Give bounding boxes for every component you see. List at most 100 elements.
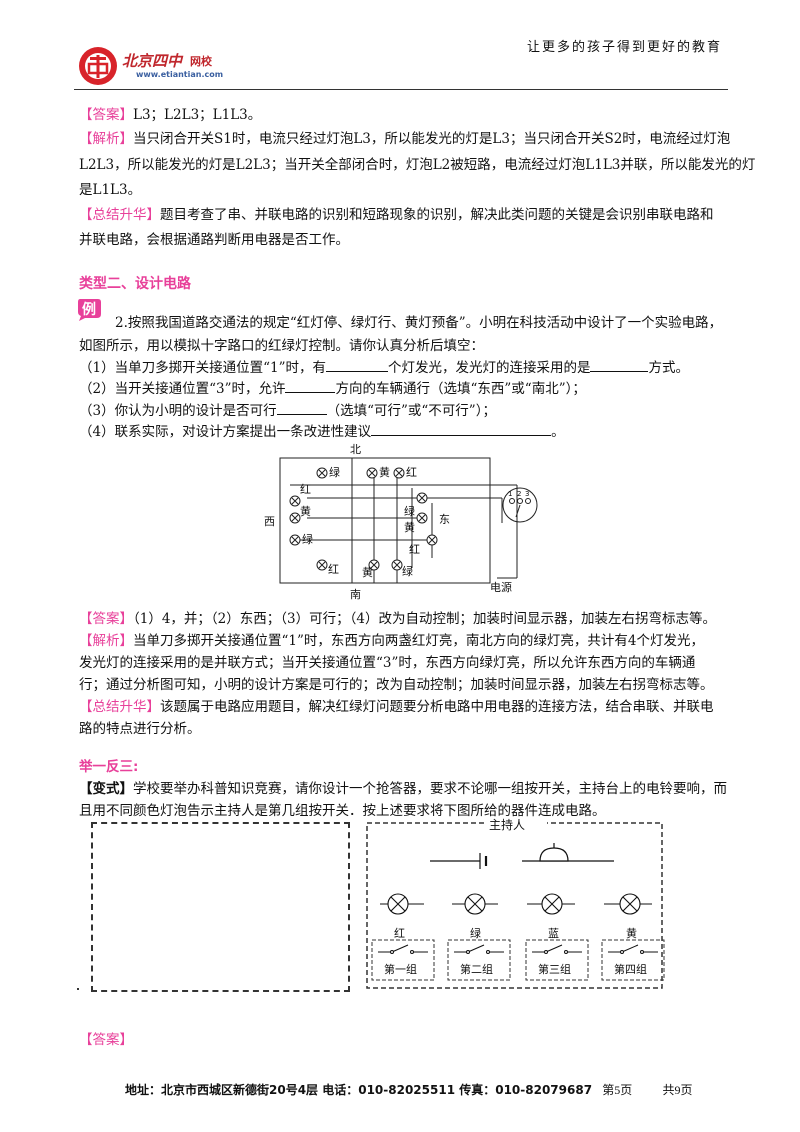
switch-icon [502, 487, 538, 523]
example-badge: 例 [76, 296, 102, 322]
answer-blank-5[interactable] [371, 421, 552, 436]
fig1-yellow-w: 黄 [300, 504, 311, 518]
question-part-3: （3）你认为小明的设计是否可行（选填“可行”或“不可行”）； [79, 400, 496, 421]
lamp-icon [368, 559, 380, 571]
fig1-yellow-s: 黄 [362, 565, 373, 579]
lamp-icon [527, 893, 575, 915]
fig1-red-w: 红 [300, 483, 311, 496]
lamp-icon [393, 467, 405, 479]
analysis-1-line-3: 是L1L3。 [79, 182, 142, 198]
answer-text: L3；L2L3；L1L3。 [133, 107, 262, 123]
logo-net: 网校 [190, 55, 212, 68]
answer-blank-2[interactable] [590, 357, 649, 372]
lamp-icon [426, 534, 438, 546]
switch-icon [532, 944, 582, 954]
fig1-yellow-n: 黄 [379, 465, 390, 479]
header-divider [74, 89, 728, 90]
stray-dot [77, 988, 79, 990]
lamp-icon [316, 467, 328, 479]
example-badge-icon [78, 299, 101, 321]
section-title: 类型二、设计电路 [79, 276, 191, 292]
fig1-pos-2: 2 [517, 490, 521, 498]
answer-2: 【答案】（1）4，并；（2）东西；（3）可行；（4）改为自动控制；加装时间显示器… [79, 611, 716, 627]
fig1-west: 西 [264, 515, 275, 528]
fig2-group-4: 第四组 [614, 962, 647, 976]
answer-1: 【答案】L3；L2L3；L1L3。 [79, 105, 261, 125]
answer-tag: 【答案】 [79, 107, 133, 123]
switch-icon [608, 944, 658, 954]
fig1-red-n: 红 [406, 466, 417, 479]
logo-emblem-icon [79, 47, 117, 85]
fig1-green-s: 绿 [402, 564, 413, 578]
lamp-icon [416, 492, 428, 504]
summary-text: 题目考查了串、并联电路的识别和短路现象的识别，解决此类问题的关键是会识别串联电路… [160, 207, 714, 223]
traffic-light-circuit-diagram: 1 2 3 北 南 西 东 电源 绿 黄 红 红 黄 绿 绿 黄 红 红 黄 绿 [264, 443, 538, 601]
lamp-icon [289, 512, 301, 524]
fig2-group-2: 第二组 [460, 962, 493, 976]
fig1-green-n: 绿 [329, 465, 340, 479]
fig2-color-4: 黄 [626, 926, 637, 940]
logo-name: 北京四中 [122, 52, 183, 70]
analysis-2-line-1: 【解析】当单刀多掷开关接通位置“1”时，东西方向两盏红灯亮，南北方向的绿灯亮，共… [79, 633, 704, 649]
lamp-icon [289, 495, 301, 507]
switch-icons [378, 944, 658, 954]
fig2-group-1: 第一组 [384, 962, 417, 976]
logo: 北京四中 网校 www.etiantian.com [76, 42, 236, 90]
analysis-tag: 【解析】 [79, 131, 133, 147]
fig2-host-label: 主持人 [489, 818, 525, 832]
fig1-power: 电源 [490, 580, 512, 594]
fig1-pos-3: 3 [525, 490, 529, 498]
lamp-icon [366, 467, 378, 479]
analysis-text: 当只闭合开关S1时，电流只经过灯泡L3，所以能发光的灯是L3；当只闭合开关S2时… [133, 131, 731, 147]
variant-line-2: 且用不同颜色灯泡告示主持人是第几组按开关．按上述要求将下图所给的器件连成电路。 [79, 803, 606, 819]
fig2-color-2: 绿 [470, 926, 481, 940]
footer-page: 第5页 [602, 1083, 633, 1097]
fig1-south: 南 [350, 588, 361, 601]
fig1-yellow-e: 黄 [404, 520, 415, 534]
logo-url: www.etiantian.com [136, 70, 224, 79]
fig2-group-3: 第三组 [538, 962, 571, 976]
answer-3-tag: 【答案】 [79, 1032, 133, 1048]
empty-drawing-box[interactable] [91, 822, 350, 992]
practice-title: 举一反三: [79, 759, 139, 775]
fig1-north: 北 [350, 443, 361, 456]
lamp-icon [391, 559, 403, 571]
answer-blank-3[interactable] [285, 378, 336, 393]
answer-blank-4[interactable] [276, 400, 327, 415]
analysis-1-line-2: L2L3，所以能发光的灯是L2L3；当开关全部闭合时，灯泡L2被短路，电流经过灯… [79, 157, 756, 173]
fig2-color-1: 红 [394, 927, 405, 940]
switch-icon [378, 944, 428, 954]
analysis-2-line-3: 行；通过分析图可知，小明的设计方案是可行的；改为自动控制；加装时间显示器，加装左… [79, 677, 714, 693]
question-intro-1: 2.按照我国道路交通法的规定“红灯停、绿灯行、黄灯预备”。小明在科技活动中设计了… [115, 315, 723, 331]
lamp-icon [416, 512, 428, 524]
summary-tag: 【总结升华】 [79, 207, 160, 223]
question-part-2: （2）当开关接通位置“3”时，允许方向的车辆通行（选填“东西”或“南北”）； [79, 378, 586, 399]
fig1-red-s: 红 [328, 563, 339, 576]
variant-line-1: 【变式】学校要举办科普知识竞赛，请你设计一个抢答器，要求不论哪一组按开关，主持台… [79, 781, 727, 797]
question-part-1: （1）当单刀多掷开关接通位置“1”时，有个灯发光，发光灯的连接采用的是方式。 [79, 357, 689, 378]
quiz-buzzer-components: 主持人 红 绿 蓝 黄 第一组 第二组 第三组 第四组 [366, 818, 665, 989]
lamp-icon [289, 534, 301, 546]
summary-1-line-1: 【总结升华】题目考查了串、并联电路的识别和短路现象的识别，解决此类问题的关键是会… [79, 205, 714, 225]
question-part-4: （4）联系实际，对设计方案提出一条改进性建议。 [79, 421, 565, 442]
switch-icon [454, 944, 504, 954]
footer-address: 地址：北京市西城区新德街20号4层 电话：010-82025511 传真：010… [125, 1083, 593, 1097]
fig1-pos-1: 1 [508, 490, 512, 498]
answer-blank-1[interactable] [325, 357, 388, 372]
bell-icon [522, 843, 614, 862]
battery-icon [430, 853, 488, 869]
lamp-icon [380, 893, 424, 915]
header-slogan: 让更多的孩子得到更好的教育 [526, 40, 722, 55]
summary-1-line-2: 并联电路，会根据通路判断用电器是否工作。 [79, 232, 349, 248]
fig1-green-e: 绿 [404, 504, 415, 518]
fig2-color-3: 蓝 [548, 927, 559, 940]
example-badge-label: 例 [82, 302, 96, 318]
lamp-row [380, 893, 652, 915]
footer: 地址：北京市西城区新德街20号4层 电话：010-82025511 传真：010… [125, 1081, 692, 1098]
fig1-east: 东 [439, 513, 450, 526]
variant-tag: 【变式】 [79, 781, 133, 797]
group-boxes [371, 939, 665, 981]
summary-2-line-2: 路的特点进行分析。 [79, 721, 201, 737]
analysis-2-line-2: 发光灯的连接采用的是并联方式；当开关接通位置“3”时，东西方向绿灯亮，所以允许东… [79, 655, 696, 671]
footer-total: 共9页 [662, 1083, 693, 1097]
